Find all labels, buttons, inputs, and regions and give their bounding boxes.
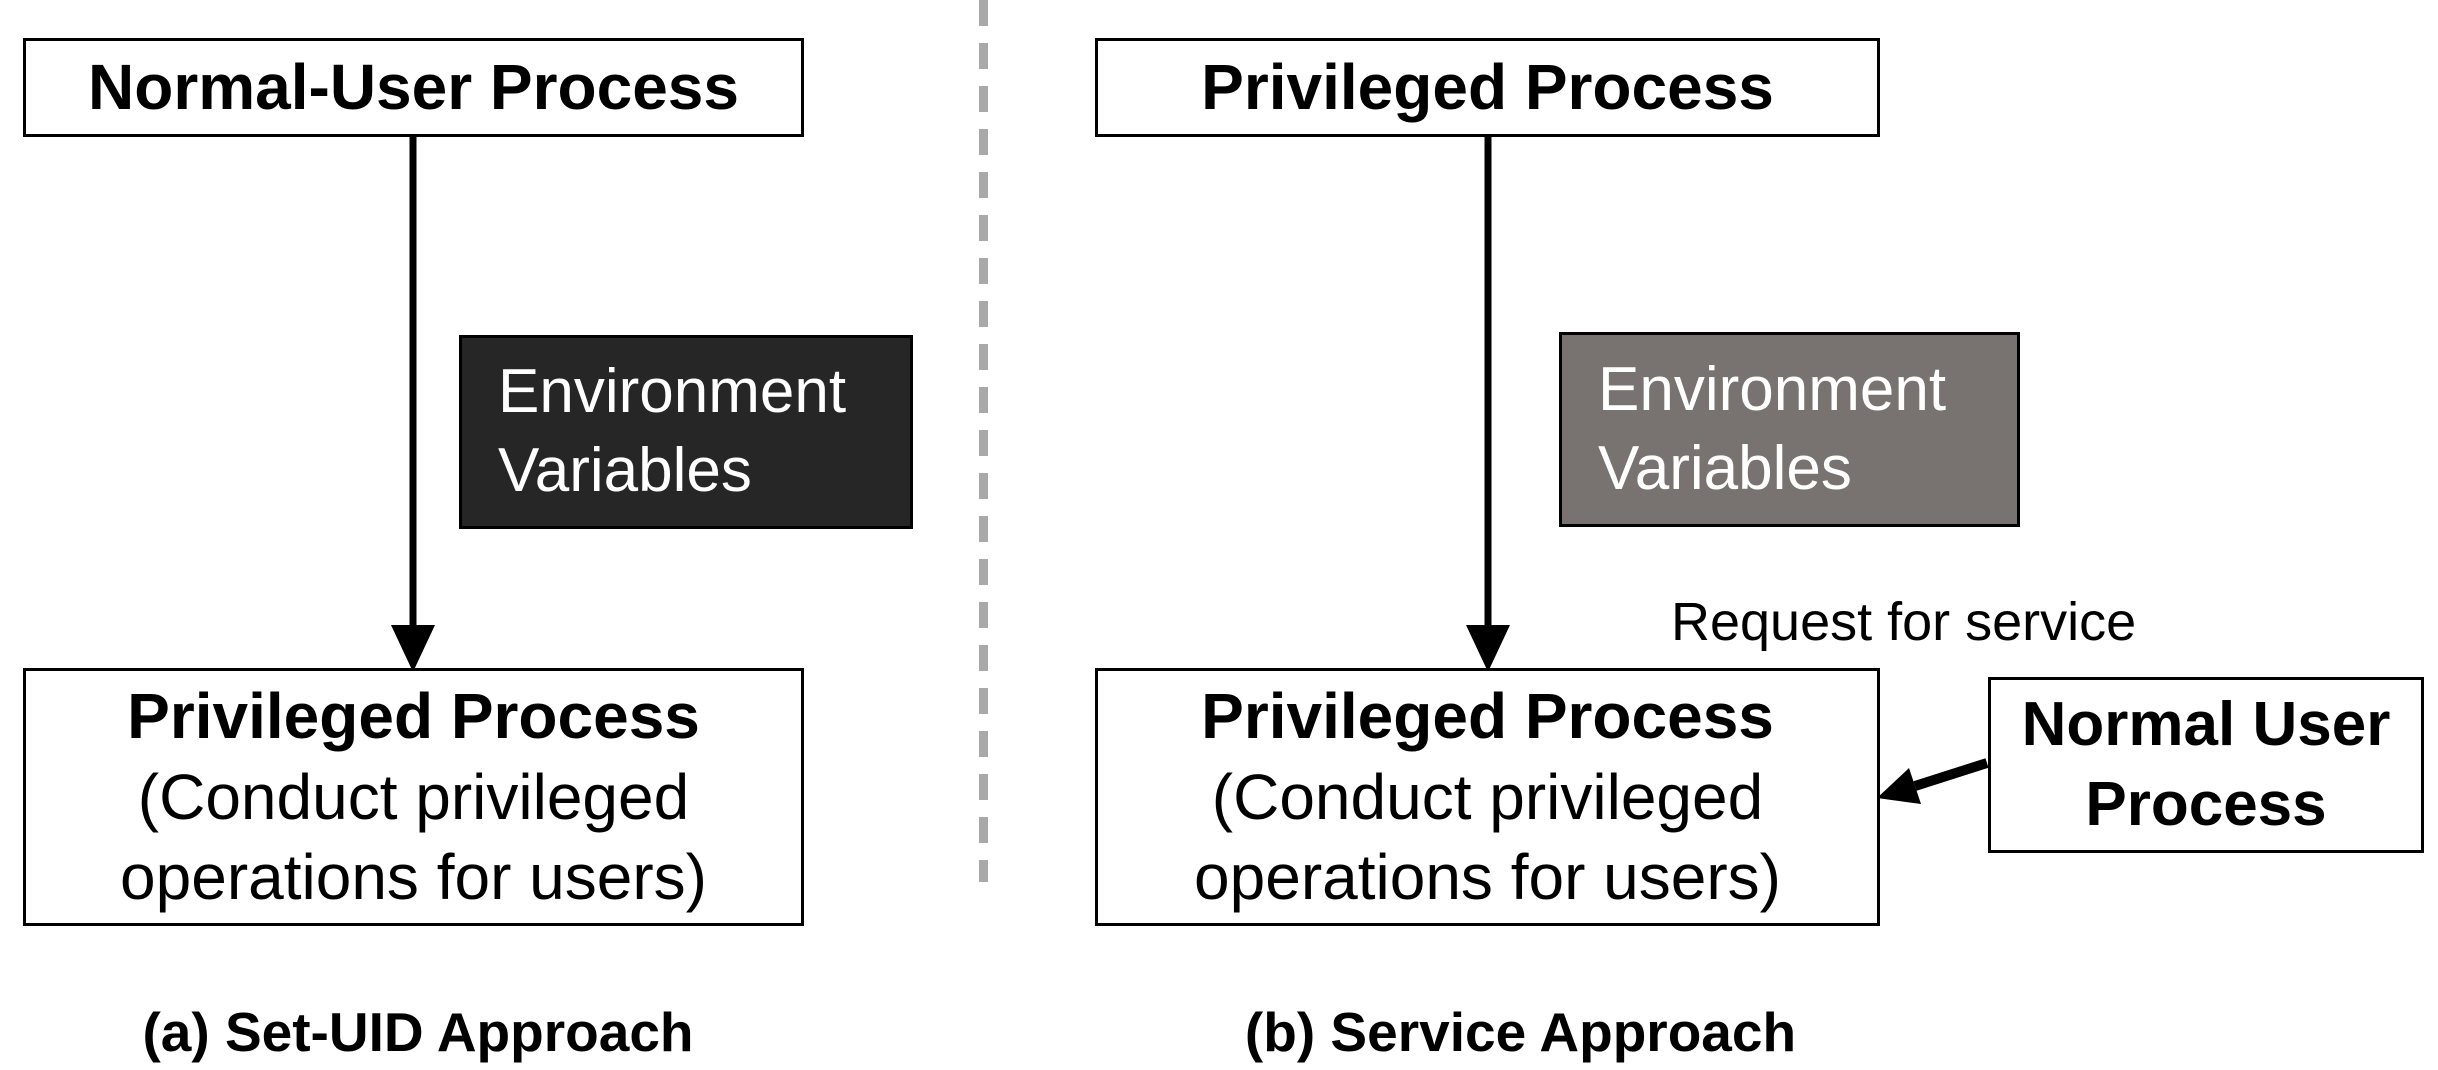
service-exec-arrow: [1466, 135, 1510, 672]
environment-variables-line: Environment: [498, 357, 847, 427]
privileged-process-subtitle-b: (Conduct privileged: [1211, 760, 1764, 833]
privileged-process-subtitle-a: (Conduct privileged: [137, 760, 690, 833]
caption-a: (a) Set-UID Approach: [142, 1001, 694, 1063]
privileged-process-box-b: Privileged Process (Conduct privileged o…: [1095, 668, 1880, 926]
privileged-process-subtitle-a: operations for users): [120, 841, 707, 914]
setuid-exec-arrow: [391, 135, 435, 672]
caption-b: (b) Service Approach: [1244, 1001, 1797, 1063]
environment-variables-line: Environment: [1598, 354, 1947, 424]
panel-divider-dashed-line: [979, 0, 988, 882]
request-for-service-arrow: [1877, 758, 1989, 804]
environment-variables-box-a: Environment Variables: [459, 335, 913, 529]
privileged-process-box-a: Privileged Process (Conduct privileged o…: [23, 668, 804, 926]
environment-variables-box-b: Environment Variables: [1559, 332, 2020, 527]
normal-user-process-line: Normal User: [2021, 690, 2391, 760]
privileged-process-subtitle-b: operations for users): [1194, 841, 1781, 914]
normal-user-process-label: Normal-User Process: [88, 51, 739, 124]
environment-variables-line: Variables: [1598, 433, 1852, 503]
normal-user-process-box: Normal-User Process: [23, 38, 804, 137]
privileged-process-top-box-b: Privileged Process: [1095, 38, 1880, 137]
environment-variables-line: Variables: [498, 436, 752, 505]
normal-user-process-line: Process: [2085, 770, 2327, 839]
request-for-service-label: Request for service: [1671, 592, 2137, 652]
normal-user-process-box-b: Normal User Process: [1988, 677, 2424, 853]
privileged-process-title-b: Privileged Process: [1201, 680, 1774, 753]
privileged-process-top-label-b: Privileged Process: [1201, 51, 1774, 124]
privileged-process-title-a: Privileged Process: [127, 680, 700, 753]
